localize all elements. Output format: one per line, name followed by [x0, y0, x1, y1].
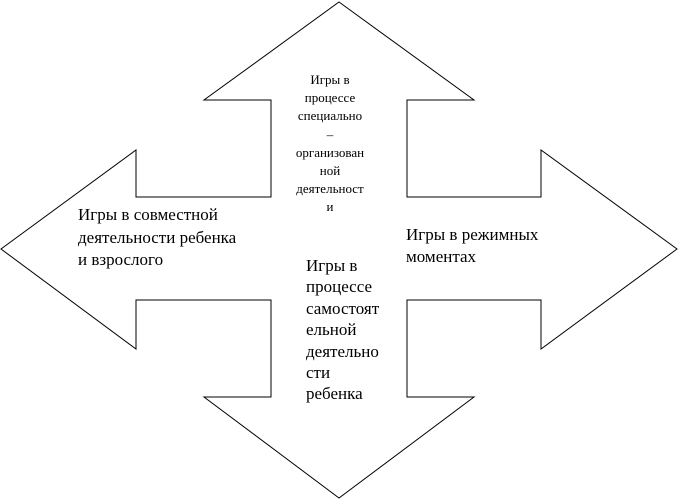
label-line: деятельност: [296, 181, 364, 197]
label-independent-activity-games: Игры в процессе самостоят ельной деятель…: [306, 255, 379, 405]
label-line: Игры в: [306, 256, 358, 275]
label-line: процессе: [306, 277, 373, 297]
label-line: ельной: [306, 320, 357, 340]
label-joint-activity-games: Игры в совместной деятельности ребенка и…: [78, 204, 236, 272]
label-line: деятельности ребенка: [78, 227, 237, 247]
label-line: и взрослого: [78, 250, 164, 269]
label-line: процессе: [304, 90, 356, 106]
label-line: организован: [295, 144, 365, 160]
label-line: самостоят: [306, 298, 380, 318]
label-line: деятельно: [306, 341, 379, 361]
label-line: Игры в совместной: [78, 205, 218, 224]
label-organized-activity-games: Игры в процессе специально – организован…: [282, 71, 378, 217]
label-line: специально: [297, 108, 363, 124]
label-line: –: [326, 126, 334, 142]
label-line: ребенка: [306, 384, 363, 404]
label-line: сти: [306, 363, 331, 383]
label-line: ной: [319, 163, 341, 179]
label-line: и: [326, 199, 334, 215]
label-line: Игры в: [310, 72, 350, 87]
label-line: моментах: [406, 246, 477, 266]
label-line: Игры в режимных: [406, 225, 539, 244]
label-routine-moments-games: Игры в режимных моментах: [406, 224, 538, 267]
